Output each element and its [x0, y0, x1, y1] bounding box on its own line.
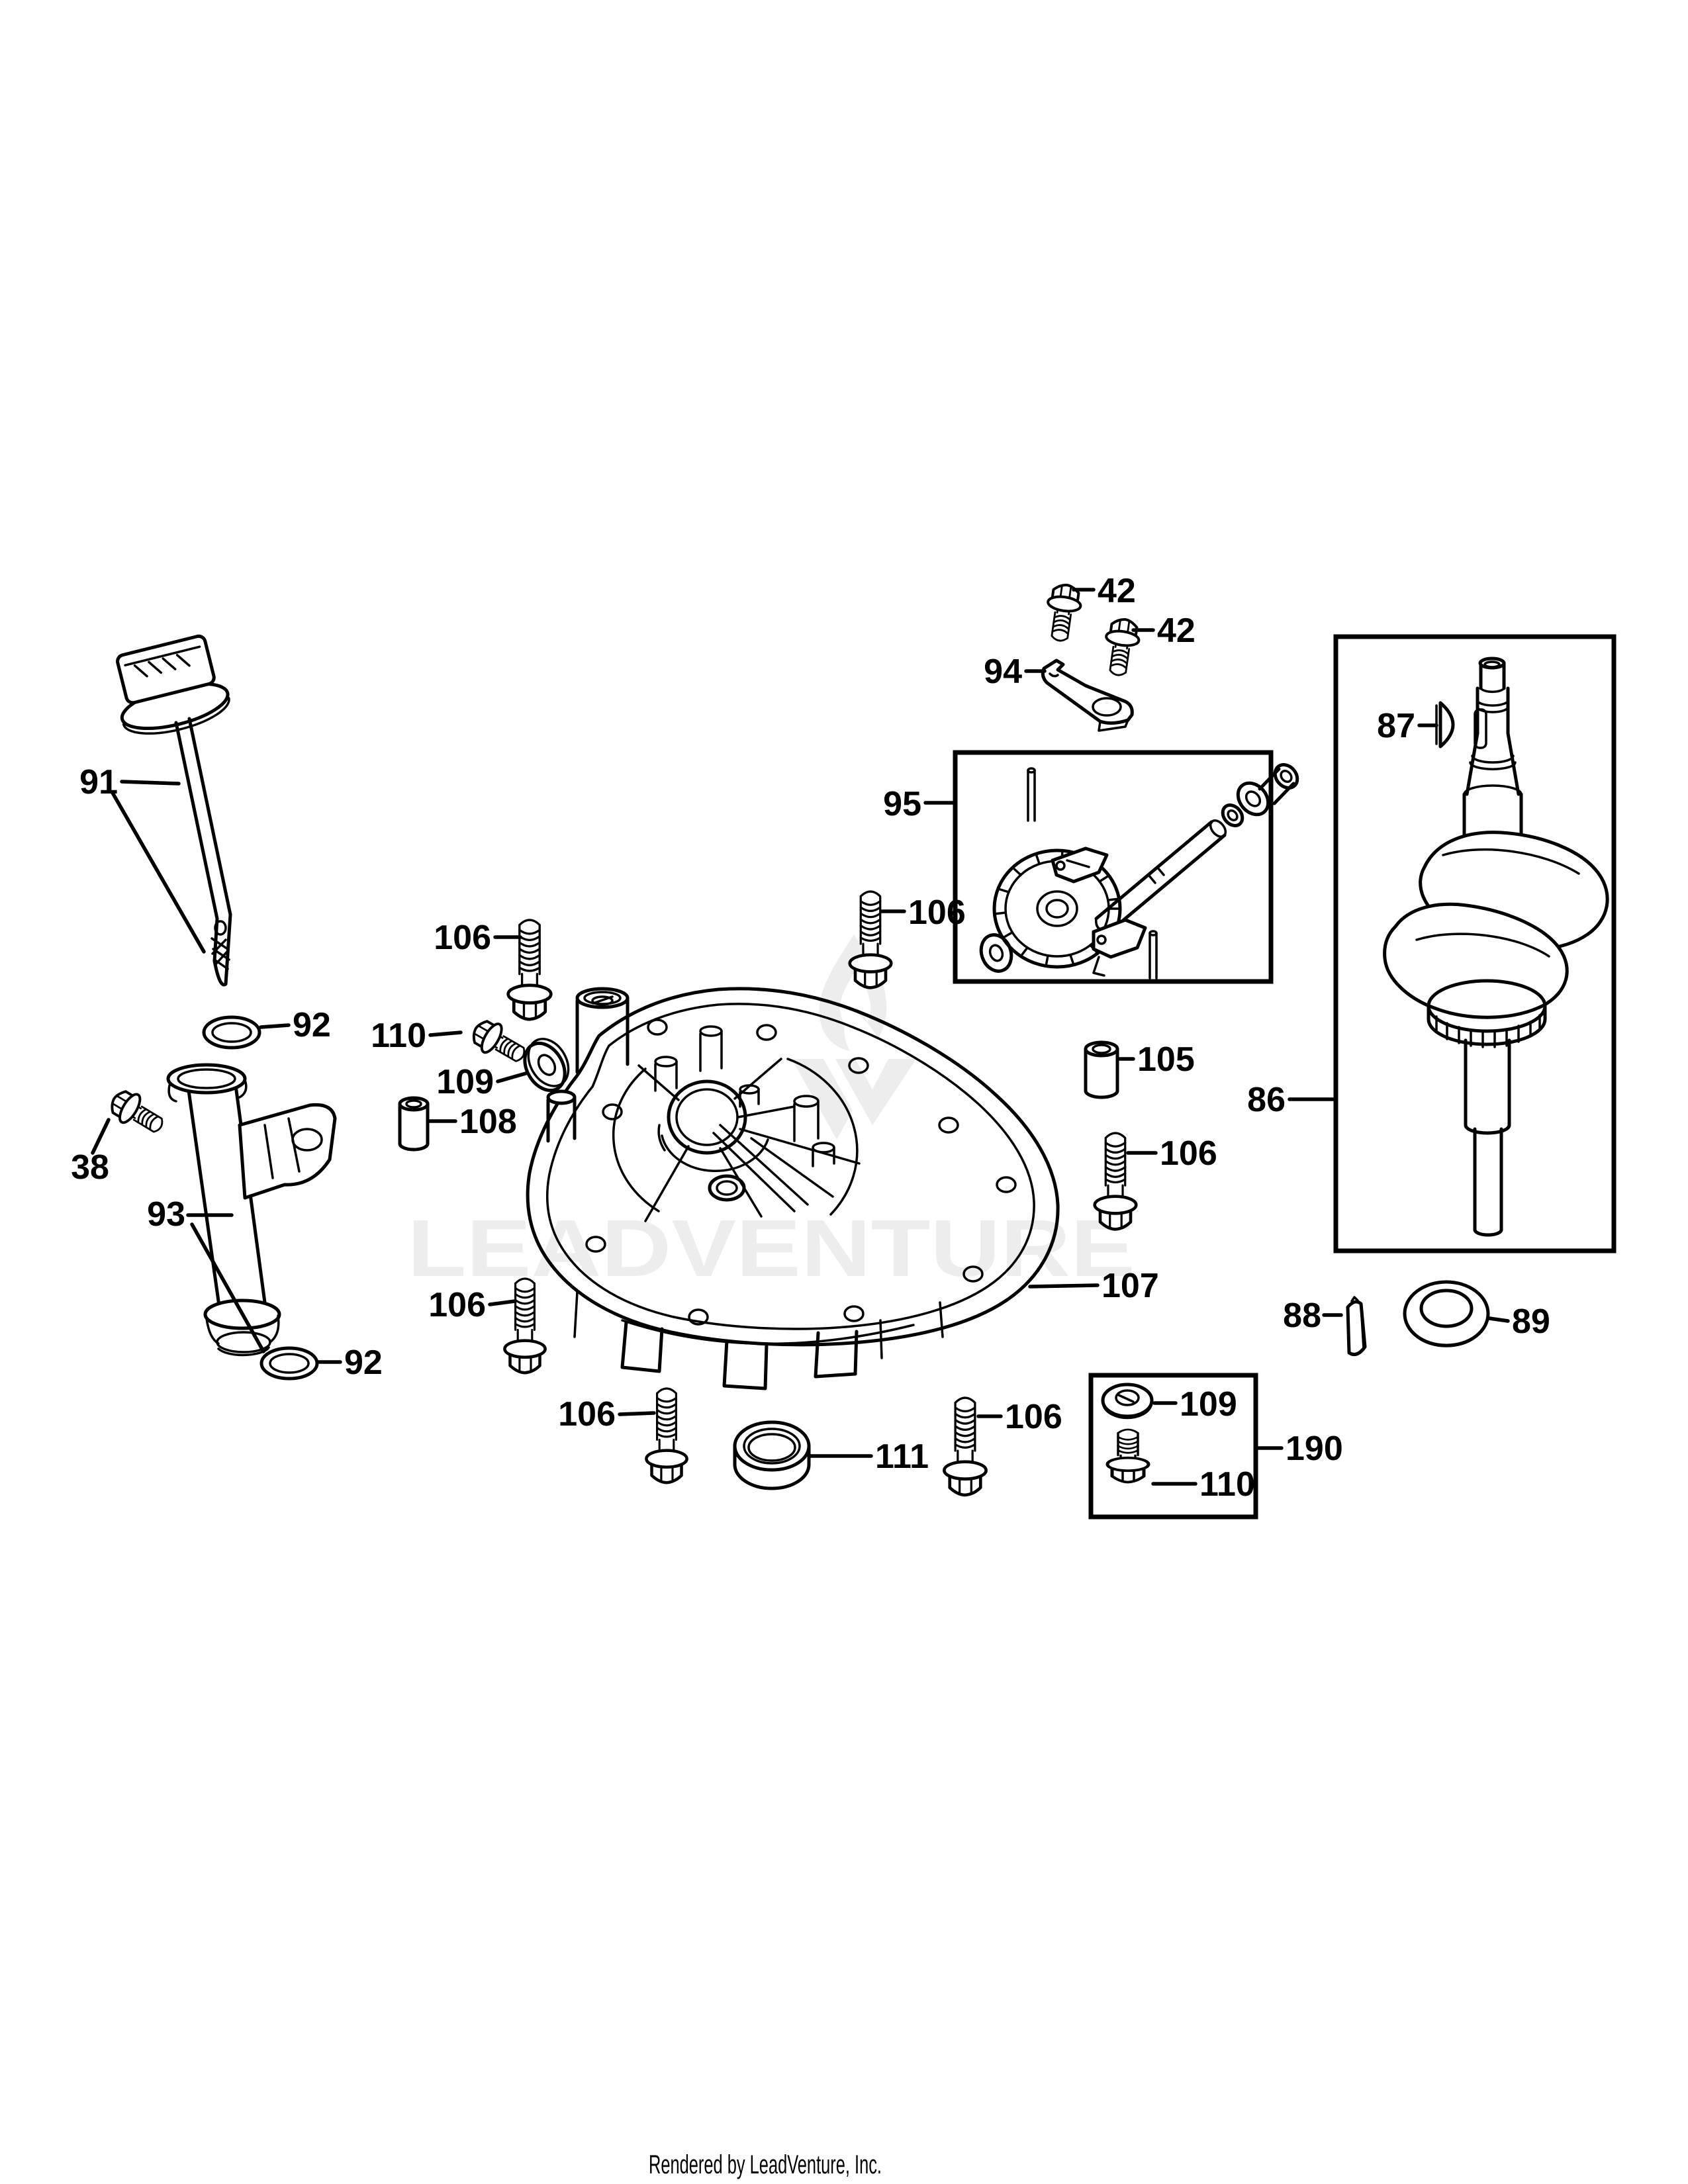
sump-bolt-top-left — [508, 920, 551, 1019]
callout-label: 106 — [1005, 1398, 1062, 1436]
callout-107: 107 — [1028, 1267, 1159, 1305]
callout-label: 105 — [1137, 1040, 1195, 1079]
spacer-105 — [1084, 1040, 1119, 1099]
callout-42-first: 42 — [1072, 572, 1136, 610]
callout-label: 93 — [147, 1195, 185, 1234]
callouts: 42 42 94 95 87 86 91 92 — [71, 572, 1550, 1504]
callout-110-kit: 110 — [1151, 1465, 1255, 1504]
callout-label: 108 — [459, 1103, 517, 1141]
callout-106-right: 106 — [1126, 1134, 1217, 1173]
callout-109-kit: 109 — [1152, 1385, 1237, 1424]
sump-bolt-right — [1095, 1133, 1137, 1229]
callout-109-upper: 109 — [436, 1063, 528, 1101]
callout-label: 42 — [1098, 572, 1136, 610]
callout-label: 109 — [436, 1063, 494, 1101]
crankcase-sump — [526, 987, 1060, 1390]
callout-label: 38 — [71, 1148, 109, 1187]
callout-42-second: 42 — [1131, 612, 1196, 650]
callout-89: 89 — [1487, 1302, 1550, 1341]
callout-93: 93 — [147, 1195, 265, 1353]
callout-106-bottom-right: 106 — [976, 1398, 1062, 1436]
callout-87: 87 — [1377, 707, 1438, 745]
flat-washer-109-upper — [523, 1038, 570, 1093]
callout-label: 92 — [293, 1006, 331, 1044]
square-key — [1346, 1296, 1367, 1356]
callout-label: 190 — [1286, 1430, 1343, 1468]
oil-fill-tube — [166, 1063, 337, 1357]
callout-label: 88 — [1283, 1297, 1321, 1335]
o-ring-seal-upper — [202, 1015, 261, 1050]
callout-92-upper: 92 — [259, 1006, 331, 1044]
callout-label: 106 — [1160, 1134, 1217, 1173]
callout-106-lower-left: 106 — [428, 1286, 517, 1324]
governor-anchor-plate — [1041, 659, 1134, 732]
callout-88: 88 — [1283, 1297, 1343, 1335]
callout-label: 92 — [344, 1343, 383, 1382]
callout-label: 42 — [1157, 612, 1196, 650]
callout-label: 110 — [371, 1017, 426, 1055]
oil-seal-111 — [733, 1420, 811, 1490]
callout-label: 94 — [984, 653, 1022, 691]
callout-38: 38 — [71, 1118, 111, 1187]
callout-106-bottom-left: 106 — [558, 1395, 656, 1433]
callout-label: 111 — [875, 1437, 929, 1476]
callout-105: 105 — [1117, 1040, 1195, 1079]
callout-label: 91 — [79, 763, 118, 801]
callout-label: 89 — [1512, 1302, 1550, 1341]
woodruff-key — [1435, 701, 1455, 749]
dipstick — [116, 634, 232, 987]
callout-106-top-left: 106 — [434, 919, 522, 957]
watermark-text: LEADVENTURE — [407, 1203, 1135, 1293]
callout-190: 190 — [1255, 1430, 1343, 1468]
callout-86: 86 — [1247, 1081, 1336, 1119]
callout-label: 109 — [1180, 1385, 1237, 1424]
callout-108: 108 — [428, 1103, 517, 1141]
flange-bolt-42-second — [1101, 617, 1141, 678]
flange-bolt-110-upper — [466, 1013, 533, 1071]
callout-label: 106 — [908, 893, 966, 932]
sump-bolt-bottom-right — [944, 1398, 986, 1495]
callout-label: 106 — [558, 1395, 616, 1433]
crankshaft-box — [1333, 634, 1617, 1253]
sump-bolt-bottom-left — [646, 1388, 686, 1482]
callout-111: 111 — [808, 1437, 929, 1476]
callout-91: 91 — [79, 763, 206, 954]
callout-label: 110 — [1199, 1465, 1255, 1504]
callout-label: 95 — [883, 785, 921, 823]
callout-label: 106 — [434, 919, 491, 957]
flange-bolt-42-first — [1043, 583, 1083, 643]
hardware-kit-box — [1088, 1373, 1258, 1520]
callout-110-upper: 110 — [371, 1017, 463, 1055]
callout-92-lower: 92 — [316, 1343, 383, 1382]
render-credit: Rendered by LeadVenture, Inc. — [649, 2150, 882, 2179]
callout-label: 86 — [1247, 1081, 1286, 1119]
thrust-washer — [1403, 1280, 1490, 1347]
callout-label: 87 — [1377, 707, 1415, 745]
callout-95: 95 — [883, 785, 957, 823]
callout-94: 94 — [984, 653, 1047, 691]
callout-106-top-center: 106 — [880, 893, 966, 932]
callout-label: 107 — [1102, 1267, 1159, 1305]
o-ring-seal-lower — [259, 1346, 319, 1381]
hex-bolt-38 — [104, 1083, 171, 1142]
callout-label: 106 — [428, 1286, 486, 1324]
governor-assembly-box — [953, 750, 1299, 984]
spacer-108 — [398, 1096, 430, 1152]
